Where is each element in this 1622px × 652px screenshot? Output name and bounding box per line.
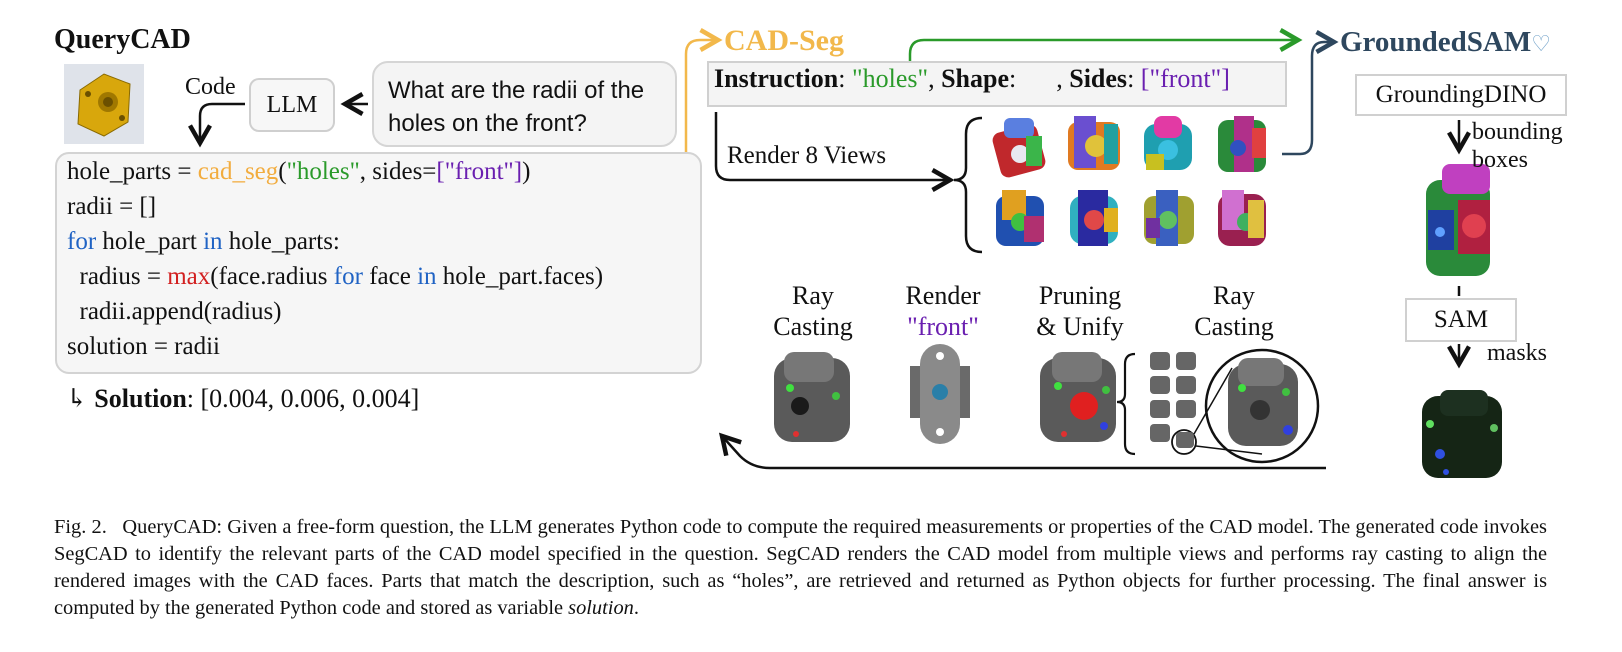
sam-box: SAM — [1405, 298, 1517, 342]
code-line-1: hole_parts = cad_seg("holes", sides=["fr… — [67, 158, 530, 186]
step-label-line: Pruning — [1038, 281, 1122, 310]
groundingdino-box: GroundingDINO — [1355, 74, 1567, 116]
code-token-list: ["front"] — [436, 158, 523, 185]
code-token: face — [362, 263, 418, 290]
thumbnail-cad-part — [64, 64, 144, 144]
bbox-label-line: boxes — [1472, 147, 1528, 173]
arrow-holes-to-groundedsam — [908, 28, 1303, 66]
step-label-line: & Unify — [1036, 312, 1124, 341]
code-keyword: for — [67, 228, 97, 255]
sides-value: ["front"] — [1140, 64, 1230, 93]
code-token: hole_part.faces) — [436, 263, 604, 290]
code-token: hole_parts = — [67, 158, 198, 185]
code-token: radius = — [67, 263, 168, 290]
instruction-line: Instruction: "holes", Shape:, Sides: ["f… — [714, 64, 1230, 93]
render-mini-grid — [1150, 352, 1196, 448]
render-view-5 — [996, 190, 1044, 246]
render-front-view — [910, 344, 970, 444]
step-label-line: Ray — [1213, 281, 1255, 310]
step-label-line: Render — [905, 281, 981, 310]
code-line-6: solution = radii — [67, 333, 220, 360]
code-token-string: "holes" — [286, 158, 360, 185]
groundedsam-logo-icon: ♡ — [1531, 31, 1551, 56]
shape-label: Shape — [941, 64, 1010, 93]
masks-label: masks — [1487, 340, 1547, 366]
code-token: hole_parts: — [222, 228, 340, 255]
render-view-6 — [1070, 190, 1118, 246]
solution-arrow-icon: ↳ — [66, 384, 88, 413]
step-label-line: "front" — [907, 312, 979, 341]
render-view-7 — [1144, 190, 1194, 246]
code-builtin: max — [167, 263, 211, 290]
arrow-render-views — [714, 112, 955, 192]
groundedsam-title: GroundedSAM♡ — [1340, 26, 1551, 59]
brace-pruning — [1116, 352, 1136, 456]
arrow-masks-to-raycasting — [718, 432, 1326, 470]
code-keyword: in — [417, 263, 437, 290]
code-line-5: radii.append(radius) — [67, 298, 282, 325]
code-token: ( — [278, 158, 287, 185]
render-masks — [1422, 390, 1502, 478]
solution-value: : [0.004, 0.006, 0.004] — [186, 384, 420, 413]
code-label: Code — [185, 74, 236, 100]
caption-fig-label: Fig. 2. — [54, 516, 107, 538]
querycad-title: QueryCAD — [54, 24, 191, 55]
code-block: hole_parts = cad_seg("holes", sides=["fr… — [55, 152, 702, 374]
caption-text: QueryCAD: Given a free-form question, th… — [54, 516, 1547, 619]
render-view-2 — [1068, 116, 1120, 170]
code-keyword: in — [203, 228, 223, 255]
code-line-4: radius = max(face.radius for face in hol… — [67, 263, 604, 291]
render-views-label: Render 8 Views — [727, 142, 887, 169]
render-view-1 — [992, 118, 1046, 178]
llm-box: LLM — [249, 78, 335, 132]
code-token: , sides= — [359, 158, 437, 185]
render-bounding-boxes — [1426, 164, 1490, 276]
instruction-value: "holes" — [851, 64, 929, 93]
cadseg-title: CAD-Seg — [724, 24, 844, 57]
sides-label: Sides — [1069, 64, 1128, 93]
code-token-cad-seg: cad_seg — [197, 158, 279, 185]
step-label-line: Ray — [792, 281, 834, 310]
step-label-line: Casting — [773, 312, 853, 341]
code-line-2: radii = [] — [67, 193, 157, 220]
zoom-line-1 — [1193, 367, 1233, 435]
render-pruning-unify — [1040, 352, 1116, 442]
llm-label: LLM — [266, 91, 318, 118]
zoom-small-circle — [1171, 429, 1197, 455]
render-ray-casting-2 — [1228, 358, 1298, 446]
question-bubble: What are the radii of the holes on the f… — [372, 61, 677, 147]
zoom-large-circle — [1204, 348, 1320, 464]
step-label-line: Casting — [1194, 312, 1274, 341]
bbox-label-line: bounding — [1472, 119, 1563, 145]
arrow-llm-to-code — [188, 102, 245, 148]
instruction-label: Instruction — [714, 64, 839, 93]
render-ray-casting-1 — [774, 352, 850, 442]
brace-views — [953, 116, 983, 254]
code-token: hole_part — [96, 228, 204, 255]
step-pruning-unify: Pruning& Unify — [1010, 280, 1150, 342]
code-token: ) — [522, 158, 531, 185]
code-keyword: for — [333, 263, 363, 290]
code-line-3: for hole_part in hole_parts: — [67, 228, 340, 256]
figure-caption: Fig. 2. QueryCAD: Given a free-form ques… — [54, 514, 1547, 622]
render-view-8 — [1218, 190, 1266, 246]
solution-line: ↳ Solution: [0.004, 0.006, 0.004] — [66, 384, 419, 414]
render-view-3 — [1144, 116, 1192, 170]
code-token: (face.radius — [210, 263, 334, 290]
groundedsam-title-text: GroundedSAM — [1340, 26, 1532, 58]
arrow-views-to-groundedsam — [1282, 30, 1339, 156]
step-render-front: Render"front" — [873, 280, 1013, 342]
instruction-box — [707, 61, 1287, 107]
render-view-4 — [1218, 116, 1266, 172]
caption-italic: solution — [568, 597, 634, 619]
caption-end: . — [633, 597, 639, 619]
solution-label: Solution — [94, 384, 187, 413]
